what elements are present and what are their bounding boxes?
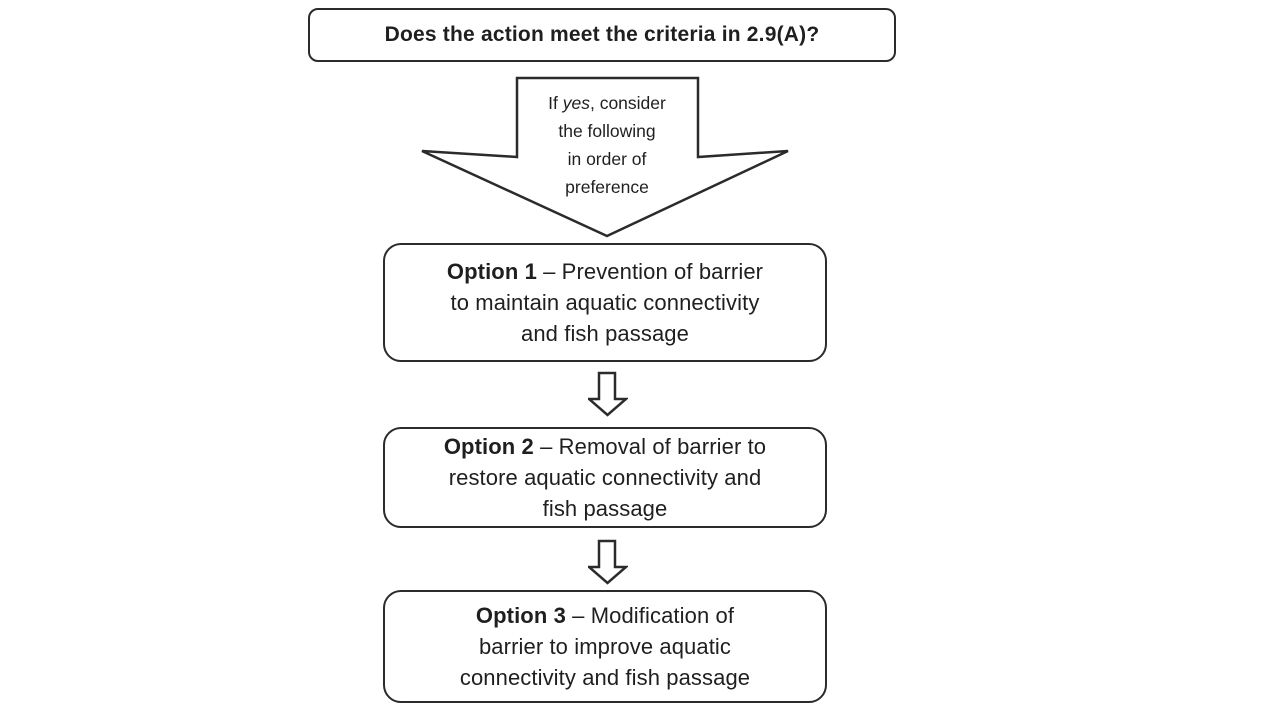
option-1-line-2: to maintain aquatic connectivity [450, 290, 760, 315]
option-2-box: Option 2 – Removal of barrier to restore… [383, 427, 827, 528]
connector-line1-suffix: , consider [589, 93, 666, 113]
option-3-line-2: barrier to improve aquatic [478, 634, 732, 659]
option-3-text: Option 3 – Modification of barrier to im… [460, 600, 750, 693]
option-1-text: Option 1 – Prevention of barrier to main… [447, 256, 763, 349]
option-3-line1-rest: – Modification of [565, 603, 735, 628]
option-2-text: Option 2 – Removal of barrier to restore… [444, 431, 766, 524]
decision-box: Does the action meet the criteria in 2.9… [308, 8, 896, 62]
option-3-line-1: Option 3 – Modification of [460, 600, 750, 631]
connector-line1-italic: yes [562, 93, 590, 113]
option-1-box: Option 1 – Prevention of barrier to main… [383, 243, 827, 362]
connector-line-4: preference [565, 177, 649, 197]
down-arrow-icon [588, 371, 628, 417]
option-1-line-3: and fish passage [521, 321, 689, 346]
option-2-label: Option 2 [443, 434, 534, 459]
option-2-line-1: Option 2 – Removal of barrier to [444, 431, 766, 462]
option-3-box: Option 3 – Modification of barrier to im… [383, 590, 827, 703]
large-down-arrow-icon [421, 76, 789, 238]
option-2-line1-rest: – Removal of barrier to [533, 434, 767, 459]
decision-text: Does the action meet the criteria in 2.9… [384, 23, 820, 46]
option-1-label: Option 1 [446, 259, 537, 284]
option-2-line-3: fish passage [542, 496, 668, 521]
down-arrow-icon [588, 539, 628, 585]
connector-line-3: in order of [567, 149, 647, 169]
option-3-label: Option 3 [475, 603, 566, 628]
option-2-line-2: restore aquatic connectivity and [448, 465, 762, 490]
connector-line1-prefix: If [548, 93, 563, 113]
option-1-line1-rest: – Prevention of barrier [536, 259, 764, 284]
connector-line-1: If yes, consider [507, 89, 707, 117]
option-3-line-3: connectivity and fish passage [459, 665, 751, 690]
connector-line-2: the following [558, 121, 656, 141]
option-1-line-1: Option 1 – Prevention of barrier [447, 256, 763, 287]
connector-label: If yes, consider the following in order … [507, 89, 707, 201]
